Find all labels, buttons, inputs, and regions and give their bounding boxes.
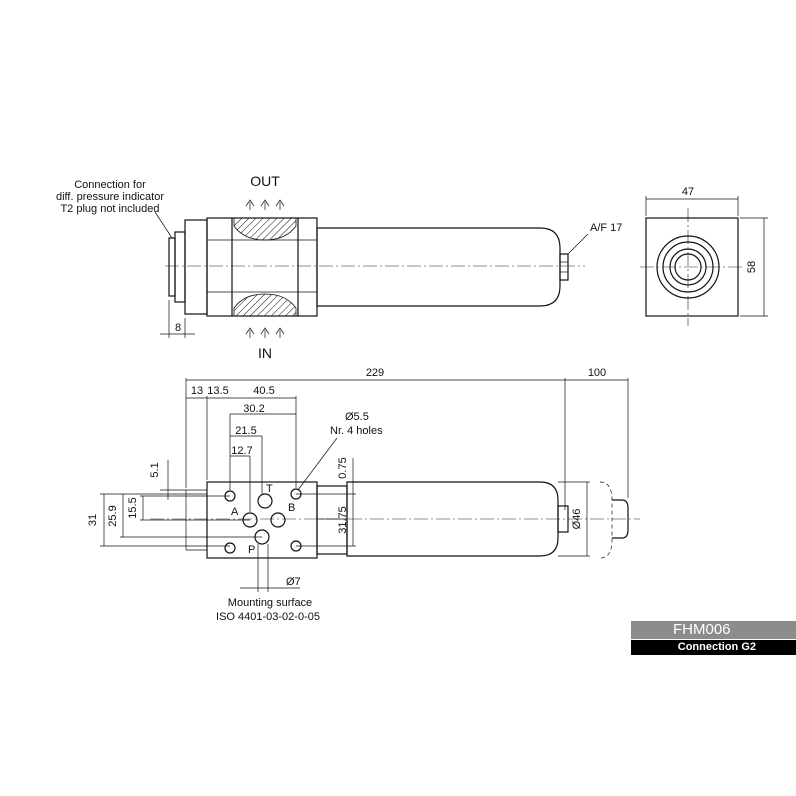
dim-25-9: 25.9 xyxy=(107,505,119,526)
dim-d46: Ø46 xyxy=(571,509,583,530)
dim-13-5: 13.5 xyxy=(207,385,228,397)
dim-8: 8 xyxy=(175,322,181,334)
dim-0-75: 0.75 xyxy=(337,457,349,478)
dim-5-1: 5.1 xyxy=(149,462,161,477)
out-label: OUT xyxy=(250,173,280,189)
out-arrows xyxy=(245,199,285,210)
bottom-view: A B P T Ø5.5 Nr. 4 holes 229 100 13 13.5… xyxy=(87,367,640,623)
connection-label: Connection G2 xyxy=(631,640,796,655)
extra-length-dim: 100 xyxy=(588,367,606,379)
port-p-label: P xyxy=(248,544,255,556)
dim-31-75: 31.75 xyxy=(337,506,349,534)
connection-note-line2: diff. pressure indicator xyxy=(56,191,164,203)
top-view: OUT IN Connection for diff. pressure ind… xyxy=(56,173,622,361)
port-a-label: A xyxy=(231,506,239,518)
hole-note-count: Nr. 4 holes xyxy=(330,425,383,437)
port-b-label: B xyxy=(288,502,295,514)
dim-30-2: 30.2 xyxy=(243,403,264,415)
mounting-note-line1: Mounting surface xyxy=(228,597,312,609)
title-block: FHM006 Connection G2 xyxy=(631,621,796,655)
overall-length-dim: 229 xyxy=(366,367,384,379)
dim-d7: Ø7 xyxy=(286,576,301,588)
dim-15-5: 15.5 xyxy=(127,497,139,518)
dim-31: 31 xyxy=(87,514,99,526)
hole-note-diameter: Ø5.5 xyxy=(345,411,369,423)
connection-note-line1: Connection for xyxy=(74,179,146,191)
port-t-label: T xyxy=(266,483,273,495)
model-code: FHM006 xyxy=(631,621,796,639)
dim-40-5: 40.5 xyxy=(253,385,274,397)
dim-21-5: 21.5 xyxy=(235,425,256,437)
end-height-dim: 58 xyxy=(746,261,758,273)
in-arrows xyxy=(245,327,285,338)
port-holes xyxy=(224,488,302,554)
dim-13: 13 xyxy=(191,385,203,397)
in-label: IN xyxy=(258,345,272,361)
connection-note-line3: T2 plug not included xyxy=(60,203,159,215)
end-view: 47 58 xyxy=(640,186,768,326)
end-width-dim: 47 xyxy=(682,186,694,198)
dim-12-7: 12.7 xyxy=(231,445,252,457)
mounting-note-line2: ISO 4401-03-02-0-05 xyxy=(216,611,320,623)
af-label: A/F 17 xyxy=(590,222,622,234)
